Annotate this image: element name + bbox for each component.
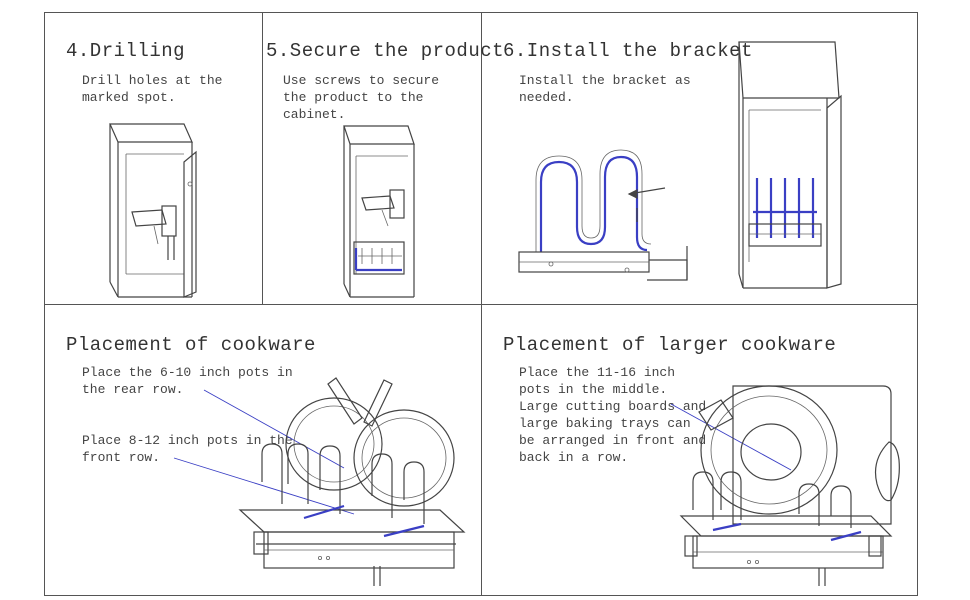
step-4-title: 4.Drilling — [66, 40, 186, 62]
larger-cookware-illustration — [670, 385, 900, 586]
pointer-lines — [173, 389, 355, 515]
pans-drawing — [285, 377, 455, 507]
drill-drawing — [361, 189, 405, 227]
rack-drawing — [238, 443, 466, 586]
placement-larger-title: Placement of larger cookware — [503, 334, 837, 356]
step-6-title: 6.Install the bracket — [503, 40, 753, 62]
front-row-text: Place 8-12 inch pots in the front row. — [82, 433, 293, 465]
rack-drawing — [679, 471, 893, 586]
cutting-board-drawing — [732, 385, 900, 525]
placement-cookware-title: Placement of cookware — [66, 334, 316, 356]
step-5-panel: 5.Secure the product Use screws to secur… — [262, 12, 504, 304]
placement-cookware-panel: Placement of cookware Place the 6-10 inc… — [44, 304, 481, 596]
placement-larger-panel: Placement of larger cookware Place the 1… — [481, 304, 918, 596]
secure-product-illustration — [343, 125, 415, 298]
pullout-rack-drawing — [353, 241, 405, 275]
step-6-text: Install the bracket as needed. — [519, 73, 691, 105]
cabinet-with-rack-drawing — [738, 41, 842, 289]
rear-row-text: Place the 6-10 inch pots in the rear row… — [82, 365, 293, 397]
step-6-panel: 6.Install the bracket Install the bracke… — [481, 12, 918, 304]
step-5-text: Use screws to secure the product to the … — [283, 73, 440, 122]
divider-step4-step5 — [262, 12, 263, 304]
divider-step5-step6 — [481, 12, 482, 596]
step-5-title: 5.Secure the product — [266, 40, 505, 62]
drill-drawing — [131, 205, 177, 260]
step-4-panel: 4.Drilling Drill holes at the marked spo… — [44, 12, 262, 304]
step-4-text: Drill holes at the marked spot. — [82, 73, 223, 105]
cabinet-drawing — [109, 123, 197, 298]
large-pan-drawing — [698, 385, 838, 515]
cookware-rack-illustration — [173, 377, 466, 586]
pointer-lines — [670, 403, 792, 471]
bracket-closeup-drawing — [518, 149, 688, 281]
cabinet-drawing — [343, 125, 415, 298]
larger-cookware-text: Place the 11-16 inch pots in the middle.… — [519, 365, 707, 465]
install-bracket-illustration — [518, 41, 842, 289]
drilling-cabinet-illustration — [109, 123, 197, 298]
